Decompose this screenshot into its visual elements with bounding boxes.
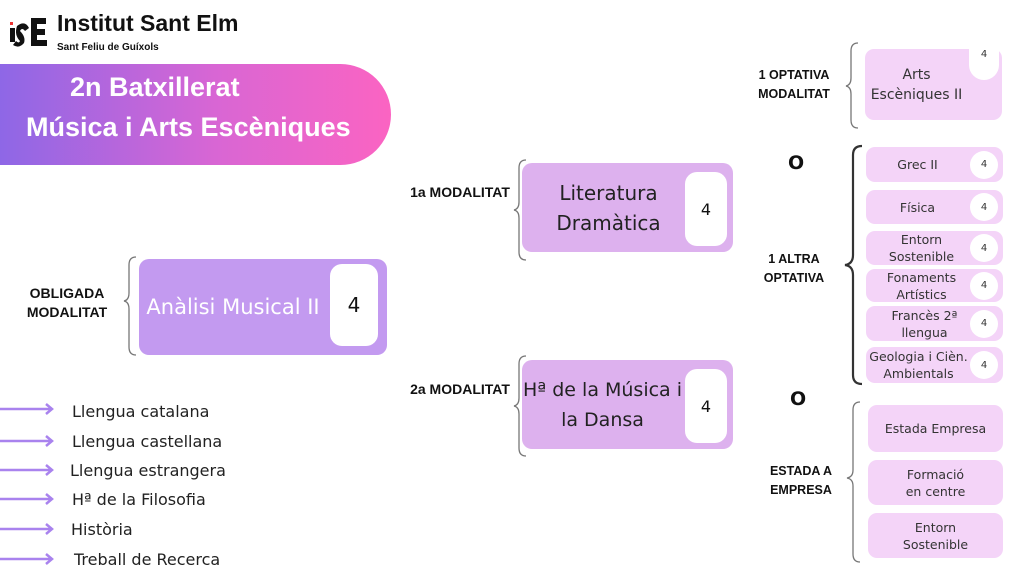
optativa-item: Física 4 <box>866 190 1003 224</box>
estada-item: Entorn Sostenible <box>868 513 1003 558</box>
institut-logo <box>10 18 47 47</box>
arrow-icon <box>0 553 54 565</box>
subject-name: Literatura Dramàtica <box>556 180 661 235</box>
subject-arts-esceniques: Arts Escèniques II 4 <box>865 30 1002 120</box>
estada-item: Estada Empresa <box>868 405 1003 452</box>
arrow-icon <box>0 464 54 476</box>
optativa-item: Grec II 4 <box>866 147 1003 182</box>
brace-optativa <box>845 42 859 129</box>
modalitat1-label: 1a MODALITAT <box>410 184 510 200</box>
optativa-item: Francès 2ª llengua 4 <box>866 306 1003 341</box>
option-name: Estada Empresa <box>884 421 987 436</box>
common-subject: Història <box>71 520 133 539</box>
hours-badge: 4 <box>970 234 998 262</box>
optativa-modalitat-label: 1 OPTATIVA MODALITAT <box>758 68 830 101</box>
subject-name: Entorn Sostenible <box>888 232 955 264</box>
hours-badge: 4 <box>970 309 998 338</box>
common-subject: Llengua castellana <box>72 432 223 451</box>
hours-badge: 4 <box>330 264 378 346</box>
common-subject: Llengua catalana <box>72 402 210 421</box>
title-banner <box>0 64 391 165</box>
obligada-label: OBLIGADA MODALITAT <box>26 285 108 320</box>
estada-item: Formació en centre <box>868 460 1003 505</box>
hours-badge: 4 <box>970 271 998 300</box>
brace-altra <box>844 144 863 386</box>
subject-name: Fonaments Artístics <box>886 269 957 302</box>
common-subject: Treball de Recerca <box>74 550 221 569</box>
arrow-icon <box>0 523 54 535</box>
subject-name: Francès 2ª llengua <box>891 307 958 340</box>
arrow-icon <box>0 493 54 505</box>
or-separator-1: O <box>788 152 805 174</box>
subject-name: Geologia i Cièn. Ambientals <box>869 349 968 381</box>
option-name: Entorn Sostenible <box>902 519 969 552</box>
subject-literatura-dramatica: Literatura Dramàtica 4 <box>522 163 733 252</box>
optativa-item: Entorn Sostenible 4 <box>866 231 1003 265</box>
common-subject: Hª de la Filosofia <box>72 490 206 509</box>
hours-badge: 4 <box>969 30 999 80</box>
altra-optativa-label: 1 ALTRA OPTATIVA <box>763 252 825 285</box>
banner-title-line2: Música i Arts Escèniques <box>26 112 351 142</box>
subject-name: Física <box>899 199 936 215</box>
modalitat2-label: 2a MODALITAT <box>410 381 510 397</box>
arrow-icon <box>0 403 54 415</box>
brace-estada <box>846 401 861 563</box>
arrow-icon <box>0 435 54 447</box>
institution-name: Institut Sant Elm <box>57 10 239 36</box>
subject-analisi-musical: Anàlisi Musical II 4 <box>139 259 387 355</box>
optativa-item: Fonaments Artístics 4 <box>866 269 1003 302</box>
hours-badge: 4 <box>685 172 727 246</box>
banner-title-line1: 2n Batxillerat <box>70 72 240 102</box>
subject-name: Anàlisi Musical II <box>146 295 320 319</box>
hours-badge: 4 <box>970 150 998 179</box>
common-subject: Llengua estrangera <box>70 461 226 480</box>
subject-name: Arts Escèniques II <box>870 66 963 103</box>
hours-badge: 4 <box>970 351 998 379</box>
brace-modalitat2 <box>513 355 527 457</box>
estada-label: ESTADA A EMPRESA <box>769 464 833 497</box>
brace-obligada <box>123 256 137 356</box>
hours-badge: 4 <box>970 193 998 221</box>
institution-city: Sant Feliu de Guíxols <box>57 42 159 53</box>
hours-badge: 4 <box>685 369 727 443</box>
option-name: Formació en centre <box>905 466 966 499</box>
or-separator-2: O <box>790 388 807 410</box>
brace-modalitat1 <box>513 159 527 261</box>
subject-name: Grec II <box>897 157 938 172</box>
subject-name: Hª de la Música i la Dansa <box>522 378 683 431</box>
subject-historia-musica-dansa: Hª de la Música i la Dansa 4 <box>522 360 733 449</box>
